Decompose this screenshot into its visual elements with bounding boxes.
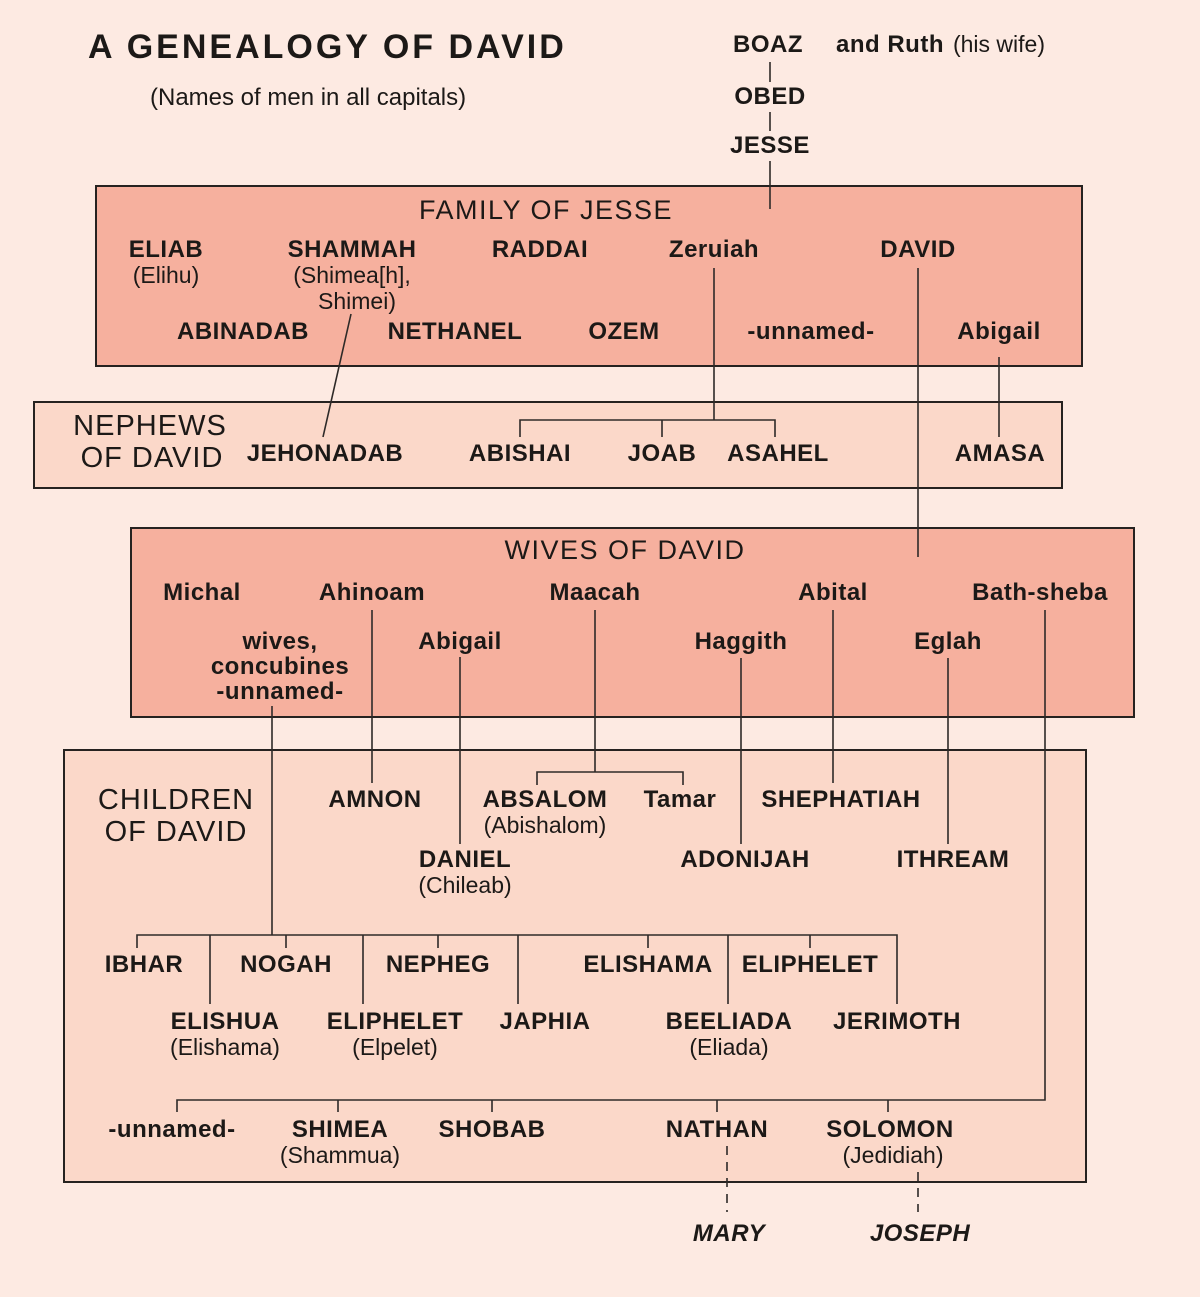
- node-beeliada-alt: (Eliada): [689, 1034, 769, 1060]
- node-nethanel: NETHANEL: [387, 318, 523, 345]
- node-japhia: JAPHIA: [499, 1008, 591, 1035]
- node-eliphelet: ELIPHELET: [741, 951, 879, 978]
- node-nogah: NOGAH: [240, 951, 332, 978]
- node-adonijah: ADONIJAH: [680, 846, 810, 873]
- node-shobab: SHOBAB: [438, 1116, 546, 1143]
- nephews-title-line1: NEPHEWS: [73, 410, 227, 442]
- node-beeliada: BEELIADA: [665, 1008, 793, 1035]
- children-title-line2: OF DAVID: [104, 816, 248, 848]
- node-jerimoth: JERIMOTH: [832, 1008, 962, 1035]
- node-jehonadab: JEHONADAB: [246, 440, 404, 467]
- wives-of-david-title: WIVES OF DAVID: [504, 535, 746, 565]
- node-daniel: DANIEL: [418, 846, 512, 873]
- node-zeruiah: Zeruiah: [668, 236, 760, 263]
- node-eliphelet2: ELIPHELET: [326, 1008, 464, 1035]
- node-bathsheba: Bath-sheba: [972, 579, 1108, 606]
- node-wives-concubines-line3: -unnamed-: [216, 678, 344, 705]
- node-daniel-alt: (Chileab): [418, 872, 512, 898]
- node-wives-concubines-line2: concubines: [210, 653, 350, 680]
- node-raddai: RADDAI: [491, 236, 589, 263]
- node-joseph: JOSEPH: [869, 1220, 971, 1247]
- node-abishai: ABISHAI: [468, 440, 572, 467]
- node-ithream: ITHREAM: [896, 846, 1010, 873]
- boaz-ruth-row: BOAZ and Ruth (his wife): [733, 33, 1045, 57]
- connector-sons-bracket: [136, 934, 898, 1004]
- node-solomon: SOLOMON: [826, 1116, 954, 1143]
- page-subtitle: (Names of men in all capitals): [150, 84, 467, 111]
- connector-maacah-absalom-tamar: [536, 610, 684, 785]
- node-elishua-alt: (Elishama): [170, 1034, 280, 1060]
- node-tamar: Tamar: [643, 786, 717, 813]
- node-boaz: BOAZ: [733, 31, 803, 58]
- family-of-jesse-title: FAMILY OF JESSE: [418, 195, 674, 225]
- node-haggith: Haggith: [694, 628, 788, 655]
- node-shimea: SHIMEA: [291, 1116, 389, 1143]
- node-michal: Michal: [163, 579, 241, 606]
- node-wives-concubines-line1: wives,: [242, 628, 318, 655]
- node-absalom: ABSALOM: [482, 786, 608, 813]
- node-eglah: Eglah: [914, 628, 982, 655]
- node-ruth: and Ruth: [836, 31, 944, 58]
- page-title: A GENEALOGY OF DAVID: [88, 28, 567, 66]
- node-unnamed-children: -unnamed-: [108, 1116, 236, 1143]
- node-shammah-alt2: Shimei): [318, 288, 396, 314]
- connector-bathsheba-bracket: [176, 610, 1046, 1112]
- wives-of-david-box: [130, 527, 1135, 718]
- children-title-line1: CHILDREN: [97, 784, 255, 816]
- node-eliphelet2-alt: (Elpelet): [352, 1034, 438, 1060]
- node-jesse: JESSE: [730, 132, 810, 159]
- node-maacah: Maacah: [549, 579, 641, 606]
- node-nathan: NATHAN: [665, 1116, 769, 1143]
- nephews-title-line2: OF DAVID: [80, 442, 224, 474]
- node-amasa: AMASA: [954, 440, 1046, 467]
- node-absalom-alt: (Abishalom): [483, 812, 607, 838]
- node-asahel: ASAHEL: [727, 440, 829, 467]
- node-shammah-alt1: (Shimea[h],: [293, 262, 411, 288]
- node-elishua: ELISHUA: [170, 1008, 280, 1035]
- node-ozem: OZEM: [588, 318, 660, 345]
- node-obed: OBED: [734, 83, 806, 110]
- ruth-note: (his wife): [952, 31, 1045, 57]
- node-shimea-alt: (Shammua): [279, 1142, 401, 1168]
- node-amnon: AMNON: [328, 786, 422, 813]
- node-abital: Abital: [798, 579, 868, 606]
- node-ibhar: IBHAR: [104, 951, 184, 978]
- node-shammah: SHAMMAH: [287, 236, 417, 263]
- connector-zeruiah-nephews: [519, 268, 776, 437]
- node-solomon-alt: (Jedidiah): [842, 1142, 944, 1168]
- node-eliab-alt: (Elihu): [132, 262, 200, 288]
- children-of-david-box: [63, 749, 1087, 1183]
- node-nepheg: NEPHEG: [385, 951, 491, 978]
- node-joab: JOAB: [627, 440, 697, 467]
- node-david: DAVID: [880, 236, 956, 263]
- node-abigail-wife: Abigail: [418, 628, 502, 655]
- connector-shammah-jehonadab: [322, 313, 352, 438]
- node-shephatiah: SHEPHATIAH: [761, 786, 921, 813]
- node-ahinoam: Ahinoam: [318, 579, 426, 606]
- node-unnamed-sibling: -unnamed-: [747, 318, 875, 345]
- node-elishama: ELISHAMA: [583, 951, 713, 978]
- nephews-of-david-box: [33, 401, 1063, 489]
- node-abinadab: ABINADAB: [177, 318, 309, 345]
- node-mary: MARY: [692, 1220, 766, 1247]
- node-abigail-sister: Abigail: [957, 318, 1041, 345]
- node-eliab: ELIAB: [128, 236, 204, 263]
